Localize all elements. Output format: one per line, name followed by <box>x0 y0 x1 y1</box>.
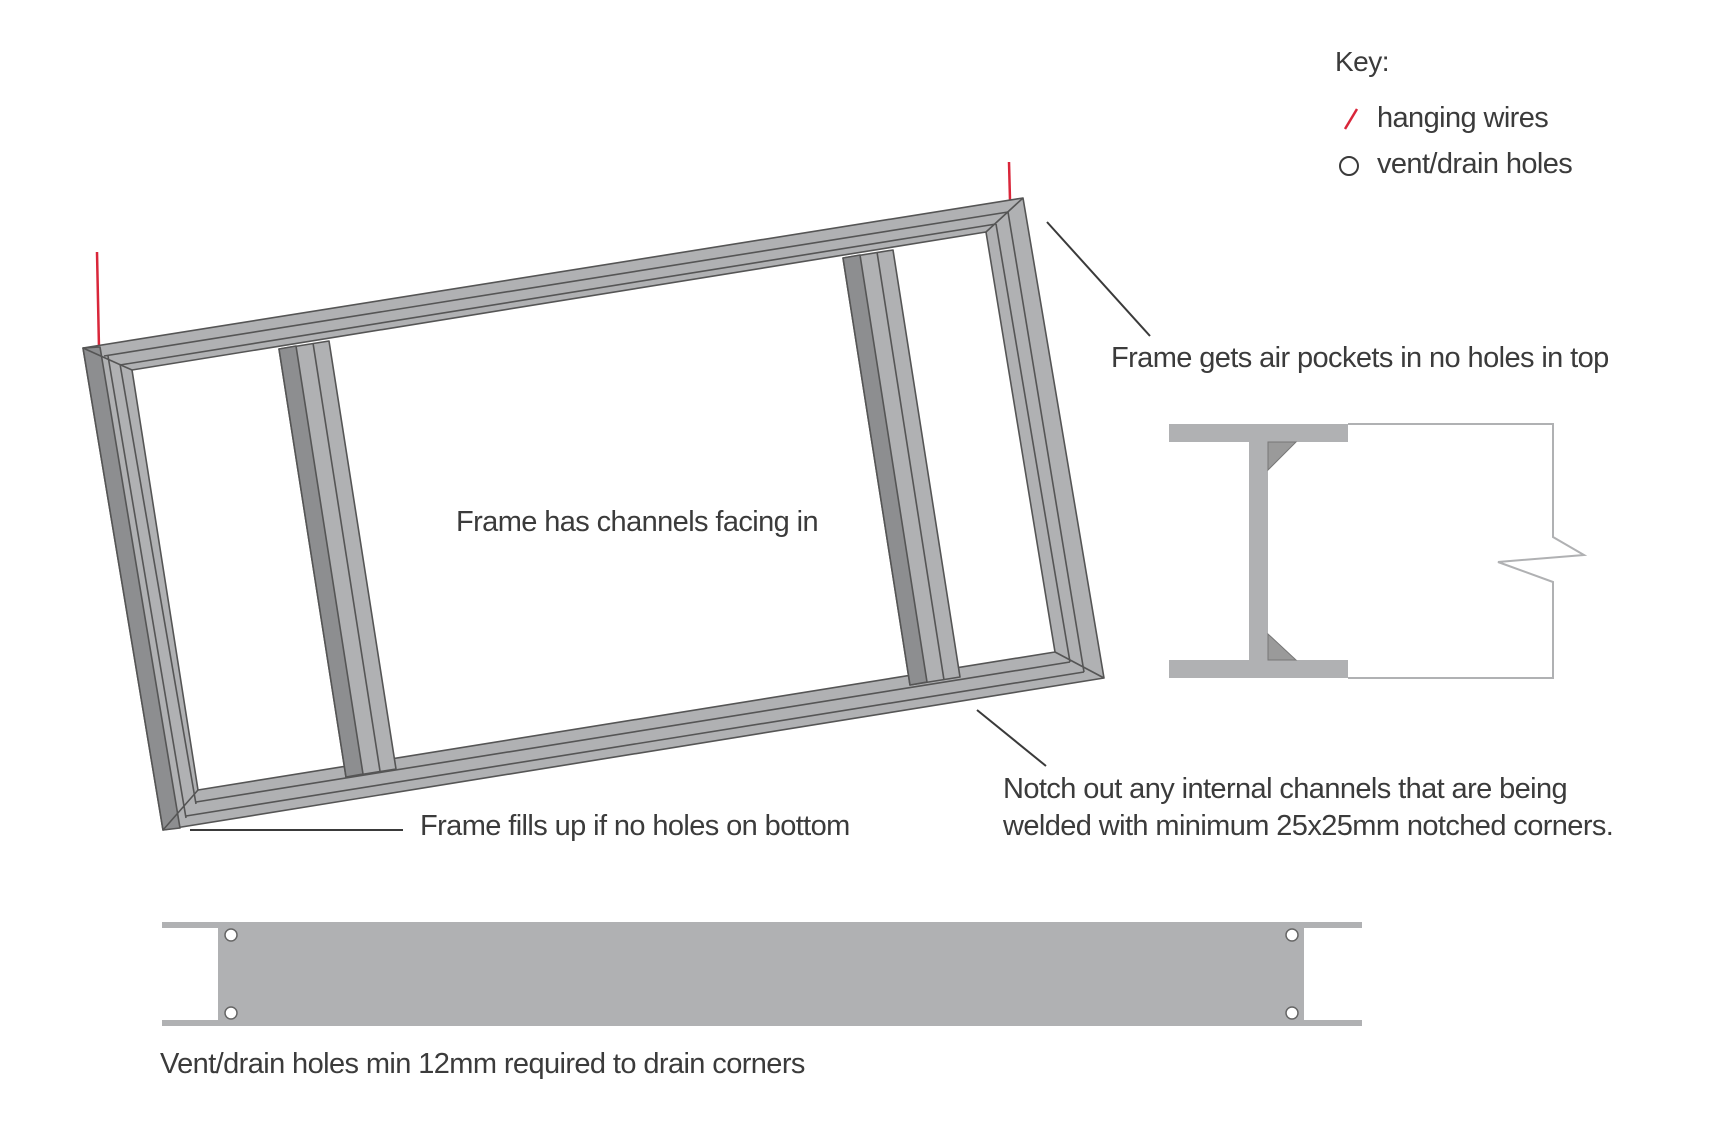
detail-web <box>1249 442 1268 660</box>
channel-elevation <box>162 922 1362 1026</box>
circle-icon <box>1339 156 1359 176</box>
hanging-wire-right <box>1007 161 1012 201</box>
frame-corner-miter <box>162 789 199 831</box>
label-notch-line1: Notch out any internal channels that are… <box>1003 773 1568 805</box>
elevation-body <box>218 922 1304 1026</box>
vent-holes <box>224 928 1299 1020</box>
frame-corner-miter <box>1054 651 1105 679</box>
leader-lines <box>190 221 1151 831</box>
key-item-hanging-wires: hanging wires <box>1335 98 1549 138</box>
frame-right-channel-line <box>1007 211 1085 673</box>
label-notch-line2: welded with minimum 25x25mm notched corn… <box>1003 810 1614 842</box>
red-slash-icon <box>1343 108 1359 130</box>
frame-left-channel-line <box>107 355 187 819</box>
detail-bottom-flange <box>1169 660 1348 678</box>
internal-channel-right-line <box>876 251 945 681</box>
frame-corner-miter <box>985 197 1024 233</box>
frame-left-channel-line-2 <box>119 363 197 805</box>
internal-channel-left-line <box>312 342 381 772</box>
frame-left-face <box>82 346 181 831</box>
key-title: Key: <box>1335 46 1390 77</box>
frame-top-channel-line <box>103 211 1009 357</box>
vent-hole <box>224 928 238 942</box>
frame-top-channel-line-2 <box>119 223 997 366</box>
vent-hole <box>224 1006 238 1020</box>
label-fills-up: Frame fills up if no holes on bottom <box>420 810 850 842</box>
frame-bottom-channel-line-2 <box>195 661 1071 803</box>
key-label-hanging-wires: hanging wires <box>1377 101 1549 134</box>
label-air-pockets: Frame gets air pockets in no holes in to… <box>1111 342 1609 374</box>
frame-bottom-channel-line <box>185 671 1085 817</box>
detail-weld-top <box>1267 441 1298 472</box>
vent-hole <box>1285 1006 1299 1020</box>
key-label-vent-holes: vent/drain holes <box>1377 147 1573 180</box>
leader-air-pockets <box>1046 221 1151 337</box>
frame-corner-miter <box>82 347 133 371</box>
leader-notch <box>976 709 1047 767</box>
rotated-frame <box>82 197 1105 831</box>
hanging-wires <box>95 161 1012 349</box>
label-channels-facing-in: Frame has channels facing in <box>456 506 819 538</box>
key-item-vent-holes: vent/drain holes <box>1335 144 1573 184</box>
internal-channel-right-dark <box>842 254 928 686</box>
hanging-wire-left <box>95 251 101 349</box>
detail-weld-bottom <box>1267 632 1298 661</box>
internal-channel-left-dark <box>278 345 364 778</box>
label-vent-holes: Vent/drain holes min 12mm required to dr… <box>160 1048 805 1080</box>
detail-top-flange <box>1169 424 1348 442</box>
vent-hole <box>1285 928 1299 942</box>
detail-outline <box>1348 423 1588 679</box>
frame-right-channel-line-2 <box>995 223 1071 663</box>
notch-detail <box>1169 423 1588 679</box>
